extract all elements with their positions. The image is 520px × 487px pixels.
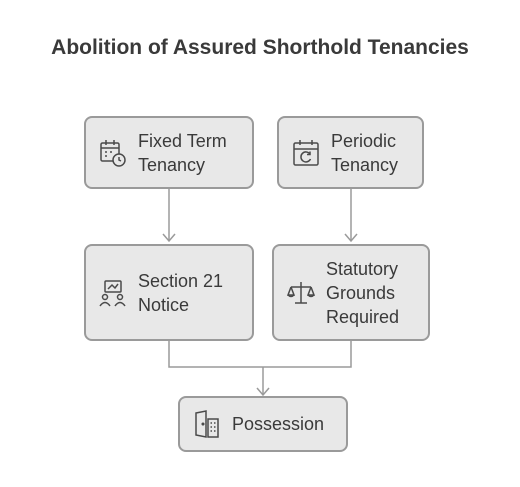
arrowhead-statutory: [344, 233, 358, 243]
calendar-refresh-icon: [291, 138, 321, 168]
node-label-line: Grounds: [326, 282, 396, 303]
scales-icon: [286, 278, 316, 308]
node-section-21-notice: Section 21 Notice: [84, 244, 254, 341]
node-statutory-grounds-required: Statutory Grounds Required: [272, 244, 430, 341]
node-label-line: Fixed Term: [138, 130, 227, 151]
node-label-line: Tenancy: [331, 154, 399, 175]
presentation-people-icon: [98, 278, 128, 308]
node-label-line: Tenancy: [138, 154, 206, 175]
node-label-line: Statutory: [326, 258, 399, 279]
node-label-line: Required: [326, 306, 400, 327]
node-label: Possession: [232, 412, 324, 436]
calendar-clock-icon: [98, 138, 128, 168]
node-label-line: Section 21: [138, 270, 224, 291]
node-label-line: Possession: [232, 414, 325, 434]
node-fixed-term-tenancy: Fixed Term Tenancy: [84, 116, 254, 189]
node-label-line: Notice: [138, 294, 190, 315]
diagram-title: Abolition of Assured Shorthold Tenancies: [51, 36, 469, 59]
node-label: Statutory Grounds Required: [326, 257, 399, 329]
arrowhead-section21: [162, 233, 176, 243]
arrowhead-possession: [256, 387, 270, 397]
connector-merge: [168, 340, 352, 368]
node-possession: Possession: [178, 396, 348, 452]
node-label: Periodic Tenancy: [331, 129, 398, 177]
node-label: Section 21 Notice: [138, 269, 223, 317]
door-building-icon: [192, 409, 222, 439]
node-label-line: Periodic: [331, 130, 397, 151]
node-label: Fixed Term Tenancy: [138, 129, 227, 177]
node-periodic-tenancy: Periodic Tenancy: [277, 116, 424, 189]
